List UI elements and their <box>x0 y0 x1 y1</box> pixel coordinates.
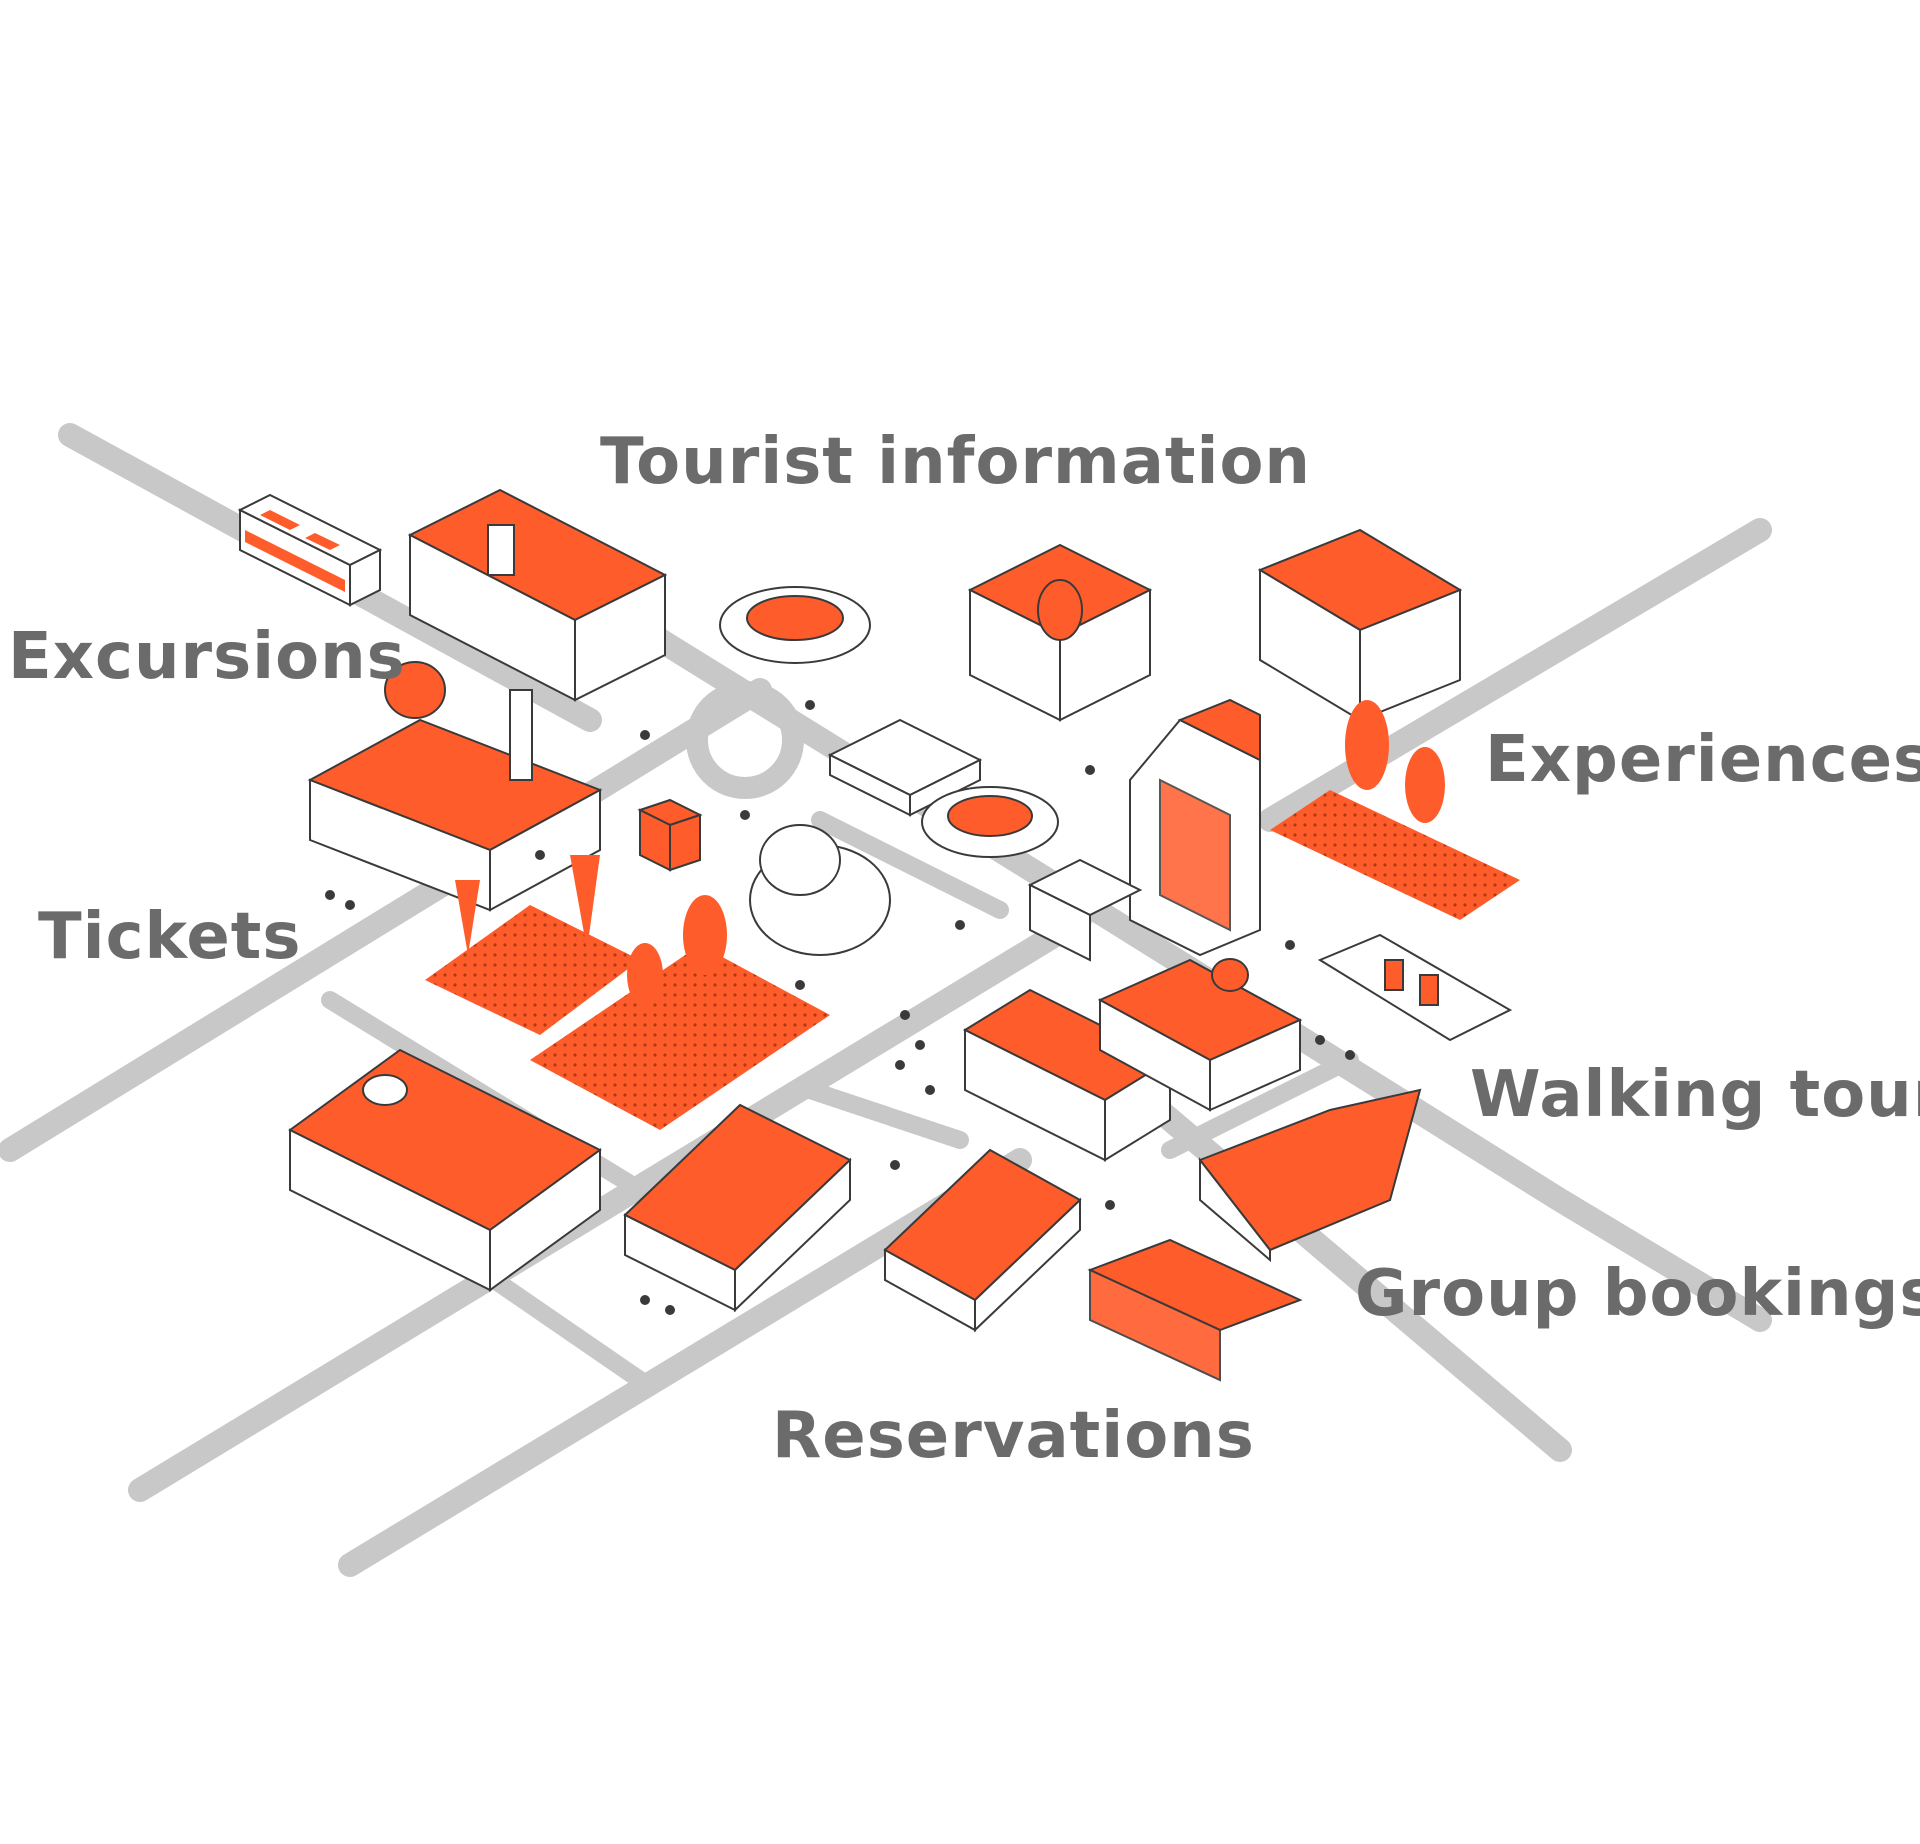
building-palace-right <box>1257 528 1463 722</box>
road-southeast <box>1088 1048 1572 1462</box>
road-cross-5 <box>811 811 1009 919</box>
pedestrians <box>325 700 1355 1315</box>
fountain-middle <box>921 786 1059 858</box>
walking-tours-link[interactable]: Walking tours <box>1470 1058 1920 1132</box>
building-bottom-right <box>1198 1088 1422 1263</box>
group-bookings-link[interactable]: Group bookings <box>1355 1257 1920 1331</box>
roads <box>0 423 1772 1577</box>
tourist-information-link[interactable]: Tourist information <box>600 425 1311 499</box>
building-town-hall <box>407 488 668 702</box>
road-southwest-1 <box>0 678 772 1162</box>
buildings <box>288 488 1513 1382</box>
building-cathedral <box>307 661 603 912</box>
road-cross-3 <box>801 1081 969 1149</box>
building-bottom-left <box>288 1048 602 1292</box>
building-middle-right <box>962 988 1173 1162</box>
park-right <box>1270 790 1520 920</box>
fountain-top <box>719 586 871 664</box>
ticket-kiosk <box>637 798 703 872</box>
roundabout <box>686 681 804 799</box>
park-center <box>530 945 830 1130</box>
building-tower <box>1129 698 1261 957</box>
building-arch <box>1027 858 1143 962</box>
excursions-link[interactable]: Excursions <box>8 620 406 694</box>
monument-outline <box>1317 933 1513 1042</box>
trees <box>455 700 1445 1007</box>
road-cross-4 <box>1161 1051 1359 1159</box>
building-glass-palace <box>749 824 891 956</box>
building-museum <box>623 1103 852 1313</box>
road-cross-1 <box>471 1261 649 1389</box>
building-gate <box>827 718 983 817</box>
building-station <box>1087 1238 1303 1382</box>
building-metropolis <box>967 543 1153 722</box>
road-south-1 <box>128 908 1092 1502</box>
reservations-link[interactable]: Reservations <box>772 1399 1255 1473</box>
building-dome-right <box>1097 958 1303 1112</box>
bus <box>237 493 383 607</box>
tickets-link[interactable]: Tickets <box>38 900 302 974</box>
building-theatre <box>883 1148 1082 1333</box>
experiences-link[interactable]: Experiences <box>1485 723 1920 797</box>
